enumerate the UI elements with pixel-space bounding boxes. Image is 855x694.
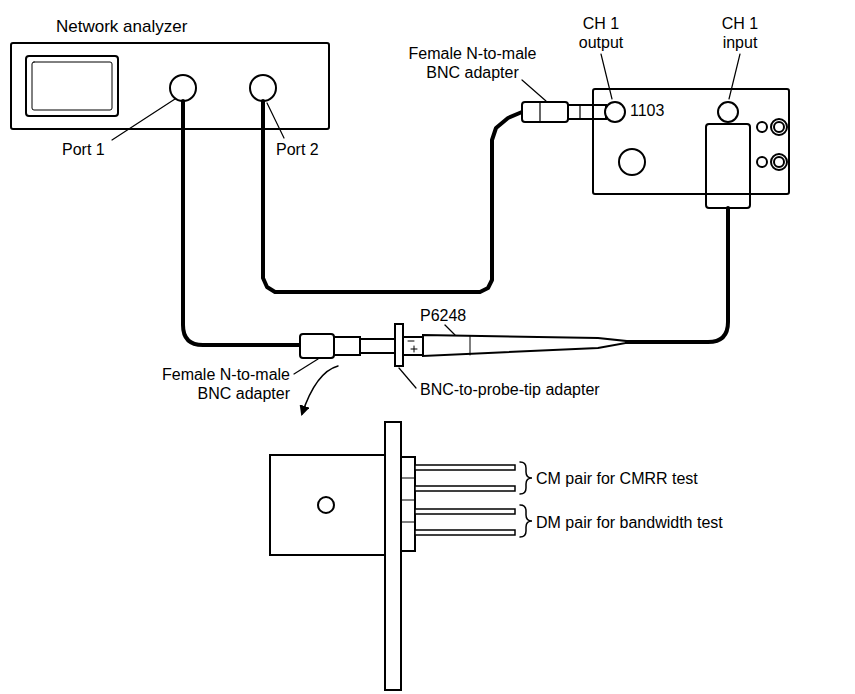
panel-knob <box>771 154 787 170</box>
instrument-name: 1103 <box>630 101 664 120</box>
zoom-arrow <box>302 366 338 414</box>
bnc-adapter-end <box>568 105 606 119</box>
panel-knob <box>774 122 784 132</box>
port-2-connector <box>250 75 276 101</box>
leader-line <box>522 80 546 101</box>
panel-knob <box>774 157 784 167</box>
detail-pin <box>415 486 515 491</box>
channel-label: CH 1 output <box>570 14 632 52</box>
brace <box>520 505 532 537</box>
part-label: P6248 <box>420 306 466 325</box>
analyzer-screen <box>26 56 118 116</box>
network-analyzer-box: Network analyzer <box>10 42 330 130</box>
detail-pin <box>415 530 515 535</box>
port-1-cable <box>183 101 300 345</box>
illustration-part <box>26 54 787 690</box>
port-label: Port 2 <box>276 140 319 159</box>
n-adapter-body <box>522 102 568 122</box>
detail-pin-block-divider <box>401 478 415 522</box>
probe-tip <box>403 337 423 355</box>
panel-knob <box>771 119 787 135</box>
part-label: Female N-to-male BNC adapter <box>140 365 290 403</box>
leader-line <box>601 54 612 99</box>
probe-interface-connector <box>706 124 750 208</box>
panel-jack <box>757 157 767 167</box>
brace <box>520 462 532 494</box>
pin-pair-label: CM pair for CMRR test <box>536 469 698 488</box>
leader-line <box>112 99 175 140</box>
bnc-to-probe-tip-adapter <box>360 339 395 353</box>
port-1-connector <box>170 75 196 101</box>
leader-line <box>445 325 455 335</box>
instrument-name: Network analyzer <box>56 17 187 36</box>
panel-jack <box>757 122 767 132</box>
detail-pin-block <box>401 457 415 551</box>
channel-label: CH 1 input <box>710 14 770 52</box>
detail-adapter-body <box>270 455 385 555</box>
leader-line <box>399 368 416 388</box>
probe-tip-marks <box>408 341 417 352</box>
adapter-flange <box>395 324 403 366</box>
part-label: BNC-to-probe-tip adapter <box>420 380 650 399</box>
leader-line <box>267 103 284 138</box>
probe-interface-box: 1103 <box>592 88 790 195</box>
adapter-groove <box>540 102 580 122</box>
probe-body <box>423 335 626 356</box>
part-label: Female N-to-male BNC adapter <box>400 44 545 82</box>
probe-cable <box>625 208 728 342</box>
detail-hole <box>318 497 334 513</box>
analyzer-screen-inner <box>32 62 112 110</box>
detail-pin <box>415 465 515 470</box>
bnc-adapter-end <box>334 337 360 355</box>
leader-line <box>294 359 318 374</box>
front-panel-connector <box>619 149 645 175</box>
leader-line <box>729 54 740 99</box>
cable <box>263 112 592 292</box>
detail-pin <box>415 509 515 514</box>
port-2-cable-stub <box>261 101 265 130</box>
pin-pair-label: DM pair for bandwidth test <box>536 513 723 532</box>
detail-flange <box>385 422 401 690</box>
probe-body-line <box>470 336 471 355</box>
port-label: Port 1 <box>62 140 105 159</box>
n-adapter-body <box>300 334 334 358</box>
ch1-output-connector <box>605 102 625 122</box>
ch1-input-connector <box>718 102 738 122</box>
